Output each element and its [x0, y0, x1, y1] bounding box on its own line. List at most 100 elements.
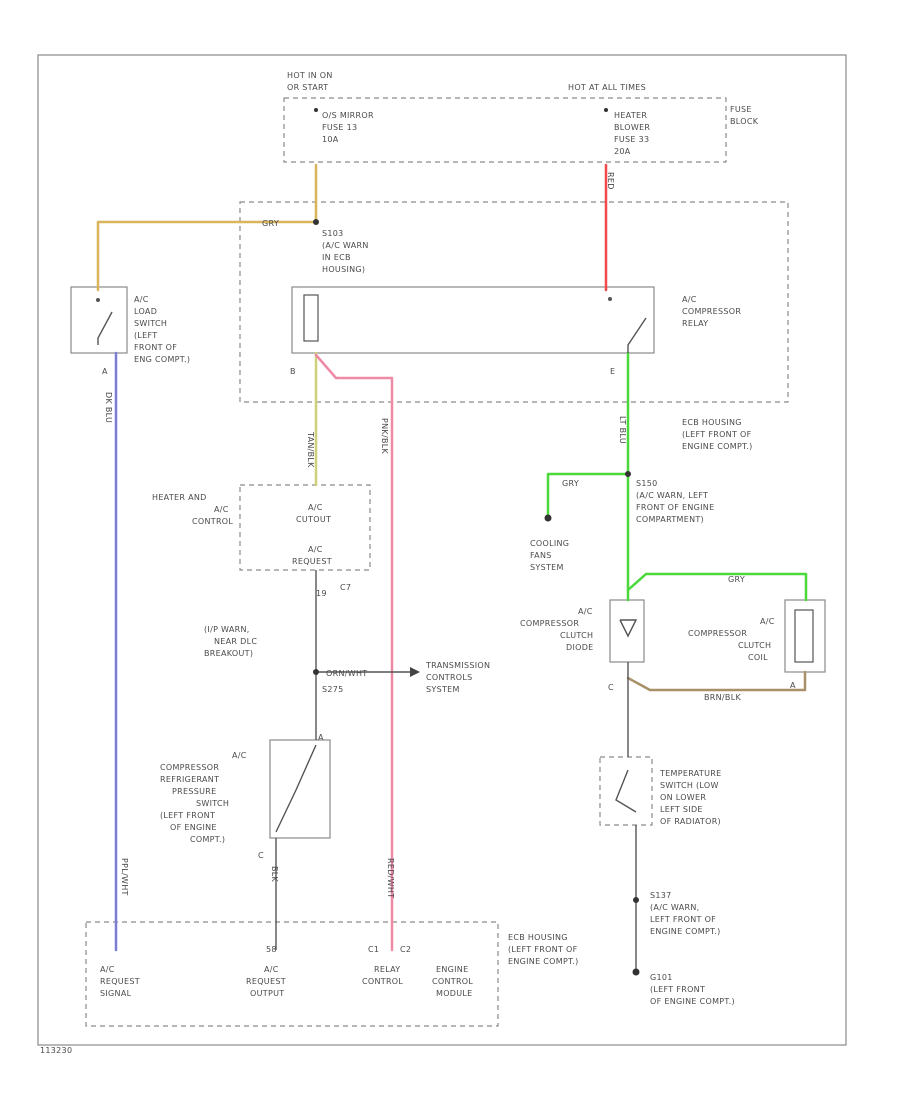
- label-line: CONTROL: [432, 977, 473, 986]
- label-line: 20A: [614, 147, 631, 156]
- clutch-coil-symbol: [794, 609, 814, 663]
- label-cooling-fans: COOLING FANS SYSTEM: [530, 539, 569, 572]
- label-ac-request-signal: A/C REQUEST SIGNAL: [100, 965, 140, 998]
- label-line: SYSTEM: [530, 563, 564, 572]
- wirecode-pnk-blk: PNK/BLK: [380, 418, 389, 454]
- pin-diode-c: C: [608, 683, 614, 692]
- splice-s150: [625, 471, 631, 477]
- label-line: IN ECB: [322, 253, 351, 262]
- label-temp-switch: TEMPERATURE SWITCH (LOW ON LOWER LEFT SI…: [659, 769, 721, 826]
- wirecode-red: RED: [606, 172, 615, 190]
- label-line: REQUEST: [246, 977, 286, 986]
- cooling-fans-terminal: [544, 514, 552, 522]
- pin-ecm-c1: C1: [368, 945, 379, 954]
- pin-press-a: A: [318, 733, 324, 742]
- wirecode-orn-wht: ORN/WHT: [326, 669, 367, 678]
- label-line: ENGINE: [436, 965, 468, 974]
- label-line: (A/C WARN,: [650, 903, 699, 912]
- label-line: COMPRESSOR: [520, 619, 579, 628]
- pin-press-c: C: [258, 851, 264, 860]
- label-line: HEATER AND: [152, 493, 207, 502]
- label-line: ENG COMPT.): [134, 355, 190, 364]
- label-ip-warn: (I/P WARN, NEAR DLC BREAKOUT): [204, 625, 257, 658]
- label-heater-ac-control: HEATER AND A/C CONTROL: [152, 493, 233, 526]
- wirecode-dk-blu: DK BLU: [104, 392, 113, 423]
- relay-switch-symbol: [627, 317, 647, 353]
- label-line: TEMPERATURE: [659, 769, 721, 778]
- label-line: TRANSMISSION: [425, 661, 490, 670]
- label-line: HOT IN ON: [287, 71, 333, 80]
- label-line: A/C: [682, 295, 697, 304]
- label-hot-all-times: HOT AT ALL TIMES: [568, 83, 646, 92]
- label-line: SWITCH: [134, 319, 167, 328]
- label-line: BREAKOUT): [204, 649, 253, 658]
- label-s275: S275: [322, 685, 344, 694]
- wirecode-tan-blk: TAN/BLK: [306, 431, 315, 468]
- label-line: ENGINE COMPT.): [650, 927, 721, 936]
- label-line: CLUTCH: [738, 641, 771, 650]
- relay-coil-symbol: [303, 294, 319, 342]
- label-clutch-diode: A/C COMPRESSOR CLUTCH DIODE: [520, 607, 593, 652]
- label-line: (I/P WARN,: [204, 625, 250, 634]
- label-line: REQUEST: [100, 977, 140, 986]
- pin-load-a: A: [102, 367, 108, 376]
- relay-switch-contact: [608, 297, 612, 301]
- wirecode-gry-mid: GRY: [562, 479, 579, 488]
- wire-green-fans: [546, 472, 630, 520]
- label-mirror-fuse: O/S MIRROR FUSE 13 10A: [322, 111, 374, 144]
- label-line: COMPRESSOR: [682, 307, 741, 316]
- label-line: LEFT SIDE: [660, 805, 703, 814]
- label-line: COMPRESSOR: [160, 763, 219, 772]
- label-ac-request: A/C REQUEST: [292, 545, 332, 566]
- label-line: FUSE 13: [322, 123, 357, 132]
- label-line: (LEFT FRONT OF: [682, 430, 752, 439]
- label-ecm: ENGINE CONTROL MODULE: [432, 965, 473, 998]
- wirecode-ppl-wht: PPL/WHT: [120, 858, 129, 896]
- temp-switch-symbol: [615, 769, 637, 813]
- label-line: OF RADIATOR): [660, 817, 721, 826]
- splice-s275: [313, 669, 319, 675]
- label-line: BLOCK: [730, 117, 759, 126]
- label-line: S150: [636, 479, 658, 488]
- label-line: A/C: [214, 505, 229, 514]
- label-line: FUSE 33: [614, 135, 649, 144]
- label-line: A/C: [308, 503, 323, 512]
- wire-green-coil: [626, 572, 808, 602]
- label-line: LOAD: [134, 307, 157, 316]
- label-line: MODULE: [436, 989, 473, 998]
- label-line: COMPT.): [190, 835, 225, 844]
- label-line: BLOWER: [614, 123, 650, 132]
- wire-brown: [626, 670, 807, 692]
- label-clutch-coil: A/C COMPRESSOR CLUTCH COIL: [688, 617, 775, 662]
- label-pressure-switch: A/C COMPRESSOR REFRIGERANT PRESSURE SWIT…: [160, 751, 246, 844]
- label-line: ECB HOUSING: [682, 418, 742, 427]
- label-line: A/C: [760, 617, 775, 626]
- label-line: HEATER: [614, 111, 647, 120]
- diode-symbol: [619, 619, 638, 638]
- label-line: FRONT OF ENGINE: [636, 503, 714, 512]
- label-line: A/C: [578, 607, 593, 616]
- ac-load-switch-box: [70, 286, 128, 354]
- fuse-block: [283, 97, 727, 163]
- wirecode-gry-top: GRY: [262, 219, 279, 228]
- label-line: FANS: [530, 551, 552, 560]
- label-line: ON LOWER: [660, 793, 706, 802]
- label-line: LEFT FRONT OF: [650, 915, 716, 924]
- heater-ac-control-box: [239, 484, 371, 571]
- label-ac-load-switch: A/C LOAD SWITCH (LEFT FRONT OF ENG COMPT…: [134, 295, 190, 364]
- label-line: COMPRESSOR: [688, 629, 747, 638]
- pin-relay-b: B: [290, 367, 296, 376]
- splice-s137: [633, 897, 639, 903]
- ground-g101: [632, 968, 640, 976]
- ecm-box: [85, 921, 499, 1027]
- pressure-switch-symbol: [275, 744, 317, 833]
- fuse13-top: [314, 108, 318, 112]
- temp-switch-box: [599, 756, 653, 826]
- label-line: REQUEST: [292, 557, 332, 566]
- label-fuse-block: FUSE BLOCK: [730, 105, 759, 126]
- label-line: SYSTEM: [426, 685, 460, 694]
- label-line: 10A: [322, 135, 339, 144]
- wirecode-blk: BLK: [270, 866, 279, 883]
- label-g101: G101 (LEFT FRONT OF ENGINE COMPT.): [650, 973, 735, 1006]
